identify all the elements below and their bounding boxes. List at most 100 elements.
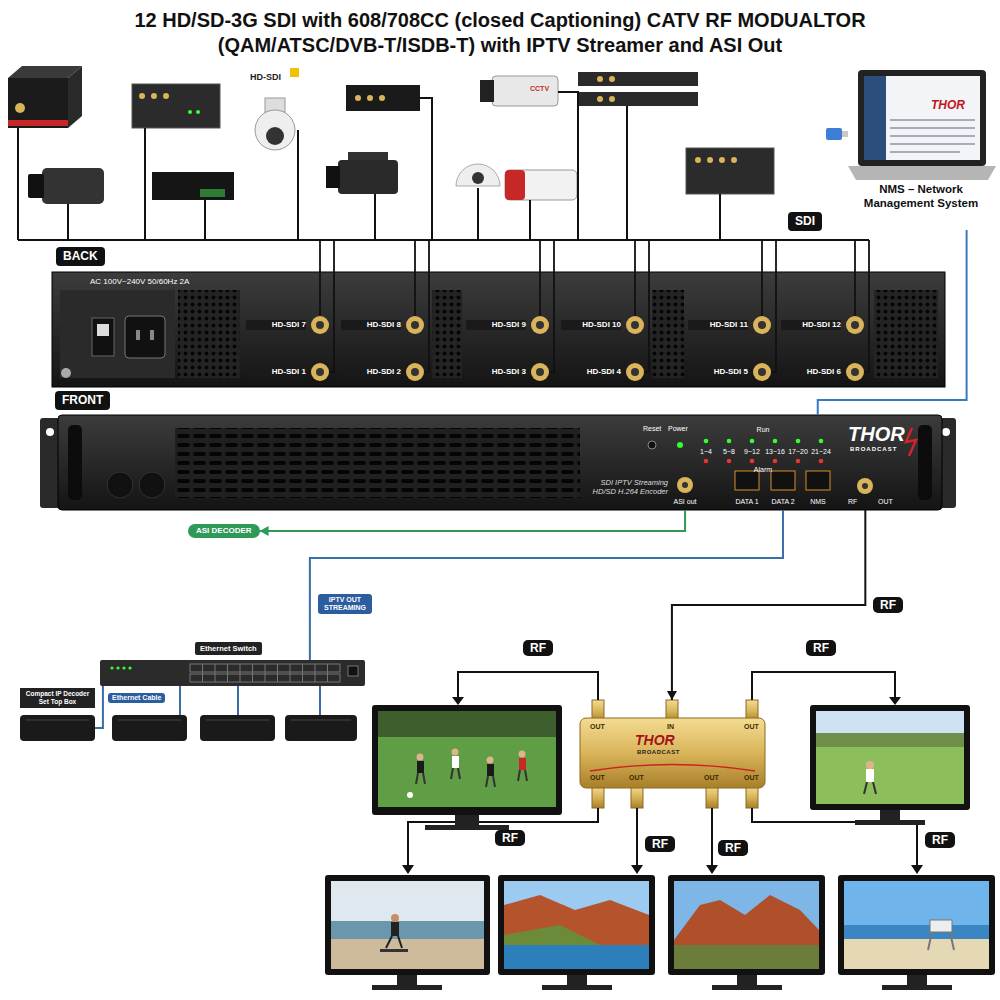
rf-coax xyxy=(711,808,713,866)
television xyxy=(519,751,526,758)
bnc-connector xyxy=(536,368,544,376)
sdi-source-devices xyxy=(367,95,373,101)
front-panel xyxy=(46,428,54,436)
television xyxy=(838,875,995,975)
sdi-cable xyxy=(414,240,416,316)
laptop xyxy=(826,128,842,140)
bnc-connector xyxy=(851,368,859,376)
rf-splitter: INOUTOUTOUTOUTOUTOUTTHORBROADCAST xyxy=(575,700,770,808)
rf-splitter xyxy=(580,718,765,788)
front-panel xyxy=(806,471,830,490)
port-label: BROADCAST xyxy=(637,749,680,756)
bnc-connector xyxy=(406,316,424,334)
sdi-source-devices xyxy=(719,157,725,163)
ethernet-switch xyxy=(128,666,131,669)
front-panel xyxy=(40,415,956,510)
sdi-cable xyxy=(854,240,856,316)
television xyxy=(674,945,819,969)
panel-text: HD-SDI 4 xyxy=(561,367,621,377)
front-panel xyxy=(58,415,942,510)
bnc-connector xyxy=(411,368,419,376)
set-top-box xyxy=(285,715,357,741)
front-panel xyxy=(677,477,693,493)
sdi-cable xyxy=(529,200,531,240)
front-panel xyxy=(857,478,873,494)
panel-text: BROADCAST xyxy=(850,446,897,453)
ethernet-switch xyxy=(110,666,113,669)
sdi-source-devices xyxy=(707,157,713,163)
television xyxy=(864,782,876,794)
panel-text: 21~24 xyxy=(810,447,832,456)
ethernet-switch: Ethernet Switch xyxy=(100,660,365,686)
panel-text: Alarm xyxy=(743,465,783,474)
television xyxy=(372,985,442,990)
ethernet-switch xyxy=(100,660,365,686)
rf-splitter xyxy=(580,700,765,808)
television xyxy=(855,820,925,825)
back-panel xyxy=(652,290,684,378)
sdi-source-devices xyxy=(505,170,525,200)
connector xyxy=(667,510,865,700)
panel-text: FRONT xyxy=(55,391,110,410)
front-panel xyxy=(704,459,709,464)
arrow-head xyxy=(667,691,677,700)
laptop-text: THOR xyxy=(931,98,965,112)
sdi-source-devices xyxy=(266,127,284,145)
front-panel xyxy=(704,439,709,444)
sdi-source-devices xyxy=(609,76,615,82)
panel-text: HD-SDI 2 xyxy=(341,367,401,377)
sdi-source-devices xyxy=(597,96,603,102)
sdi-cable xyxy=(771,240,776,372)
television xyxy=(816,747,964,804)
front-panel xyxy=(918,425,932,500)
sdi-source-devices xyxy=(8,120,68,126)
panel-text: HD-SDI 1 xyxy=(246,367,306,377)
sdi-cable xyxy=(549,240,554,372)
television xyxy=(844,881,989,931)
television xyxy=(518,770,527,781)
connector-line xyxy=(260,510,686,531)
front-panel xyxy=(819,459,824,464)
sdi-source-devices xyxy=(338,160,398,194)
television xyxy=(816,733,964,747)
back-panel xyxy=(178,290,240,378)
set-top-box xyxy=(20,715,357,741)
port-label: OUT xyxy=(744,774,759,782)
bnc-connector xyxy=(406,363,424,381)
connector xyxy=(310,510,783,660)
rf-badge: RF xyxy=(925,832,955,848)
rf-splitter xyxy=(631,786,643,808)
sdi-cable xyxy=(320,240,869,372)
back-panel xyxy=(97,324,109,336)
front-panel xyxy=(648,441,656,449)
sdi-cable xyxy=(67,204,69,240)
sdi-cable xyxy=(297,130,299,240)
front-panel xyxy=(750,459,755,464)
television xyxy=(397,975,417,985)
sdi-source-devices xyxy=(609,96,615,102)
sdi-source-devices xyxy=(695,157,701,163)
sdi-source-devices xyxy=(139,93,145,99)
television xyxy=(417,754,424,761)
ethernet-cable xyxy=(180,686,320,715)
panel-text: HD-SDI 10 xyxy=(561,320,621,330)
back-panel xyxy=(432,290,462,378)
front-panel xyxy=(862,483,868,489)
bnc-connector xyxy=(758,368,766,376)
diagram-title: 12 HD/SD-3G SDI with 608/708CC (closed C… xyxy=(80,8,920,58)
television xyxy=(416,773,425,784)
panel-text: SDI IPTV Streaming HD/SD H.264 Encoder xyxy=(588,478,668,496)
back-panel xyxy=(52,272,945,387)
connector-label: IPTV OUT STREAMING xyxy=(318,594,372,614)
bnc-connector xyxy=(316,321,324,329)
front-panel xyxy=(727,439,732,444)
rf-arrow xyxy=(889,697,901,705)
television xyxy=(498,875,655,975)
rf-coax xyxy=(752,808,917,866)
front-panel xyxy=(773,439,778,444)
back-panel xyxy=(874,290,938,378)
back-panel: BACKAC 100V~240V 50/60Hz 2AHD-SDI 7HD-SD… xyxy=(52,272,945,387)
back-panel xyxy=(52,272,945,387)
panel-text: HD-SDI 7 xyxy=(246,320,306,330)
